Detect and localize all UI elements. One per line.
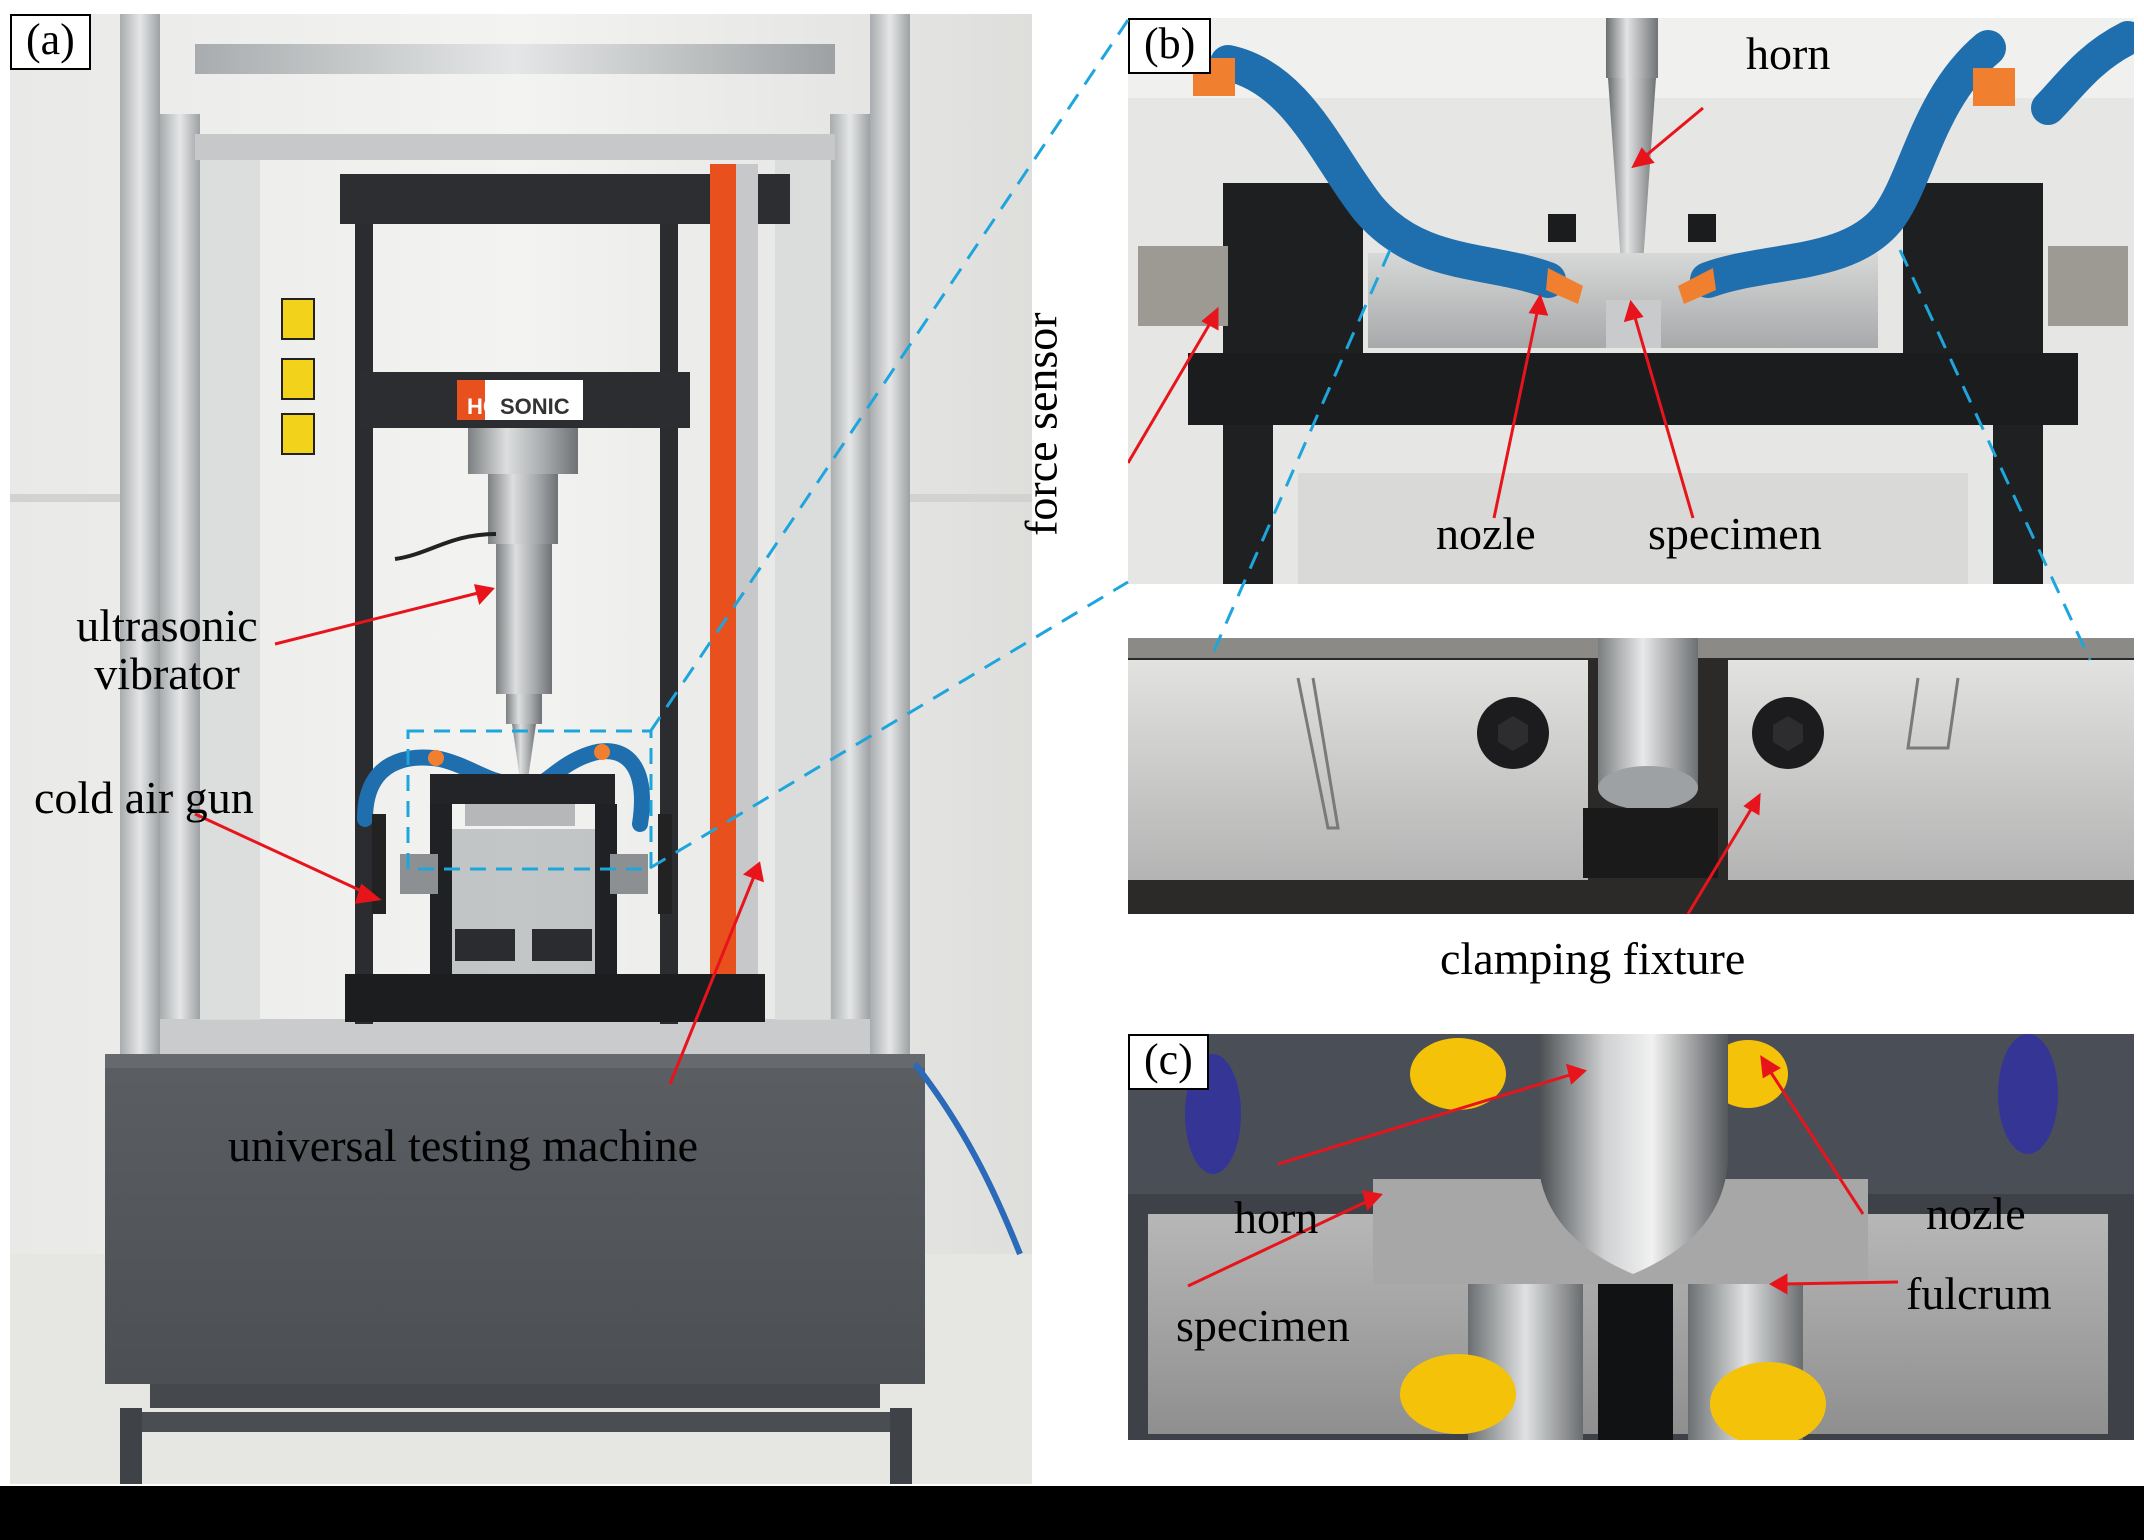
- bending-setup-photo: [1128, 1034, 2134, 1440]
- brand-sonic-badge: SONIC: [500, 394, 570, 419]
- clamping-fixture-photo: [1128, 638, 2134, 914]
- panel-b-bottom: [1128, 638, 2134, 914]
- label-nozle-b: nozle: [1436, 508, 1536, 559]
- testing-machine-photo: [10, 14, 1032, 1484]
- label-cold-air-gun: cold air gun: [34, 772, 254, 823]
- label-ultrasonic-vibrator: ultrasonic vibrator: [76, 600, 258, 700]
- bottom-black-bar: [0, 1486, 2144, 1540]
- label-nozle-c: nozle: [1926, 1188, 2026, 1239]
- label-horn-c: horn: [1234, 1192, 1319, 1243]
- label-fulcrum-c: fulcrum: [1906, 1268, 2052, 1319]
- panel-c: (c) horn nozle specimen fulcrum: [1128, 1034, 2134, 1440]
- panel-a-label: (a): [10, 14, 91, 70]
- panel-a: (a) HC SONIC ultrasonic vibrator cold ai…: [10, 14, 1032, 1484]
- panel-b-label: (b): [1128, 18, 1212, 74]
- label-clamping-fixture: clamping fixture: [1440, 933, 1746, 984]
- label-universal-testing-machine: universal testing machine: [228, 1120, 699, 1171]
- label-specimen-b: specimen: [1648, 508, 1822, 559]
- brand-hc-badge: HC: [467, 394, 499, 419]
- label-specimen-c: specimen: [1176, 1300, 1350, 1351]
- panel-c-label: (c): [1128, 1034, 1209, 1090]
- panel-b-top: (b) horn nozle specimen: [1128, 18, 2134, 584]
- fixture-closeup-photo: [1128, 18, 2134, 584]
- label-force-sensor: force sensor: [1015, 312, 1067, 536]
- label-horn-b: horn: [1746, 28, 1831, 79]
